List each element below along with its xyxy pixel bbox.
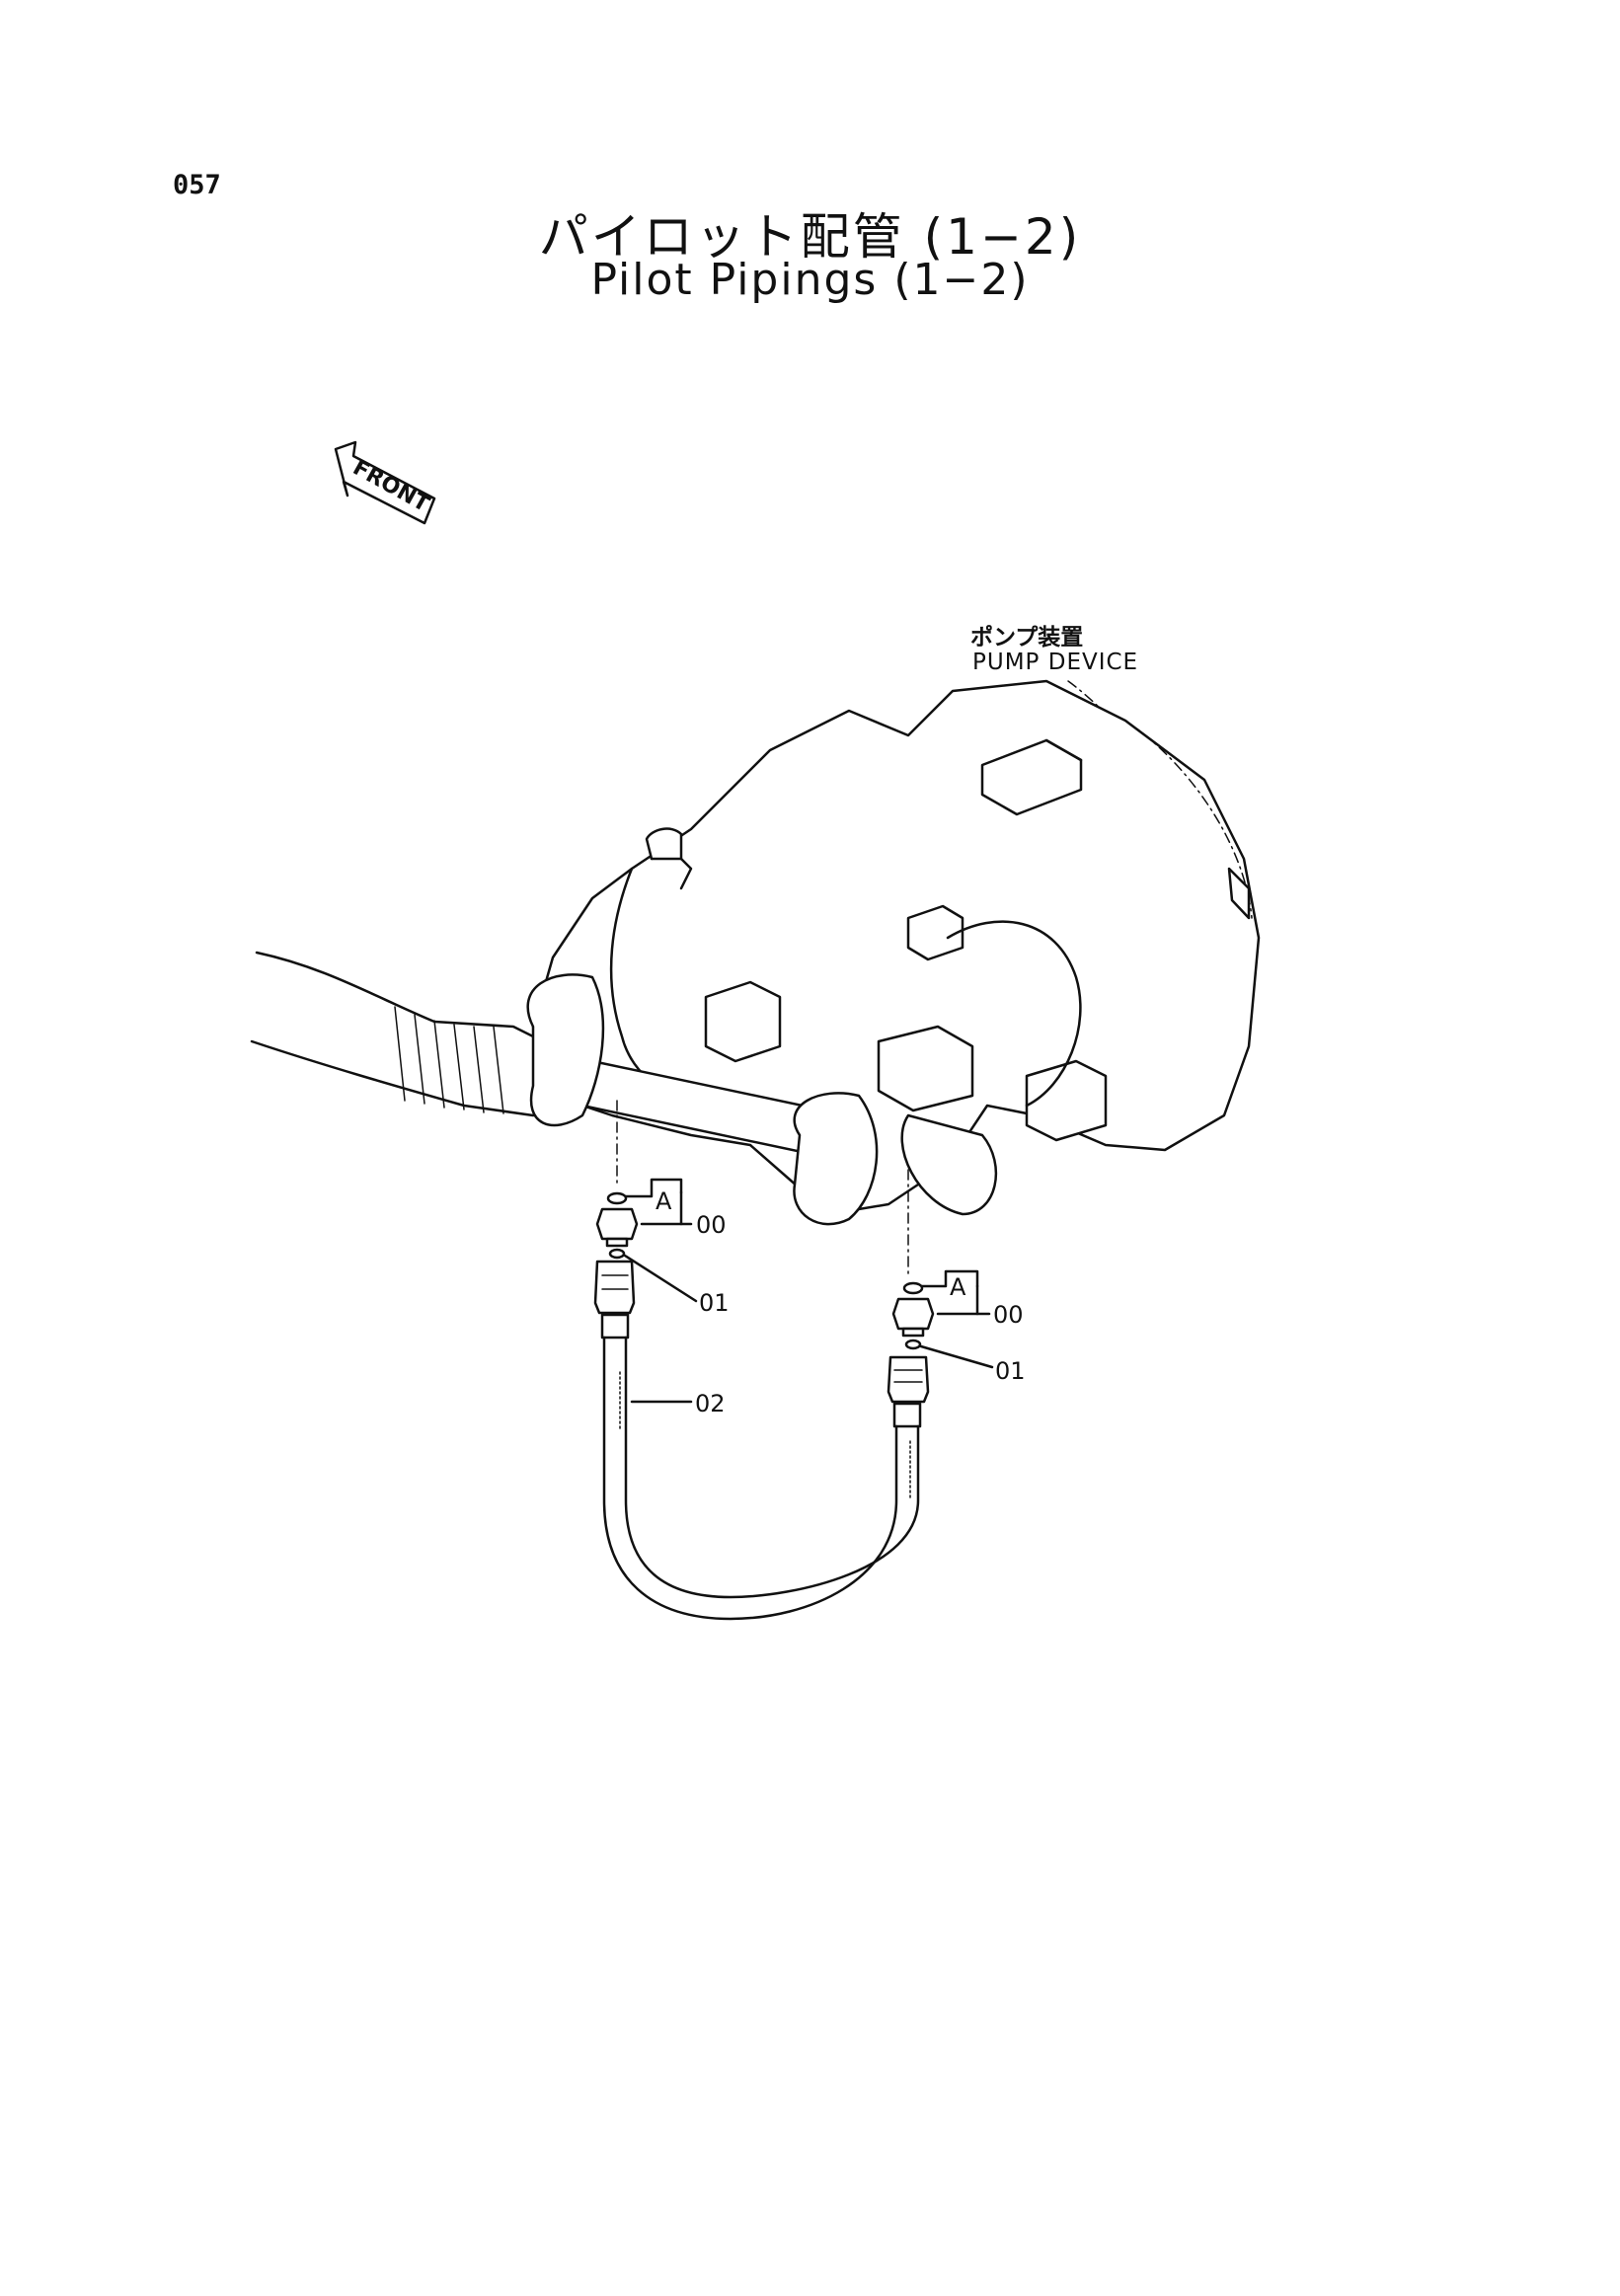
right-adapter-00	[891, 1297, 935, 1331]
part-label-left-00: 00	[696, 1211, 727, 1239]
part-label-left-a: A	[656, 1187, 672, 1215]
part-label-hose-02: 02	[695, 1390, 726, 1417]
page-title-english: Pilot Pipings (1−2)	[590, 255, 1030, 305]
page-title-japanese: パイロット配管 (1−2)	[538, 208, 1082, 266]
pump-device-label-japanese: ポンプ装置	[970, 625, 1084, 651]
pump-device-drawing	[250, 679, 1261, 1274]
part-label-right-01: 01	[995, 1357, 1026, 1385]
part-label-left-01: 01	[699, 1289, 730, 1317]
part-label-right-00: 00	[993, 1301, 1024, 1329]
pump-device-label-english: PUMP DEVICE	[972, 650, 1139, 675]
left-o-ring-01	[608, 1248, 626, 1260]
left-fitting-assembly	[595, 1178, 698, 1303]
right-o-ring-a	[902, 1281, 924, 1295]
left-o-ring-a	[606, 1191, 628, 1205]
front-arrow-icon: FRONT	[334, 440, 436, 525]
page-number: 057	[173, 170, 221, 200]
left-adapter-00	[595, 1207, 639, 1241]
right-o-ring-01	[904, 1339, 922, 1350]
part-label-right-a: A	[950, 1273, 966, 1301]
right-fitting-assembly	[891, 1269, 994, 1369]
pilot-hose-02	[593, 1260, 930, 1621]
